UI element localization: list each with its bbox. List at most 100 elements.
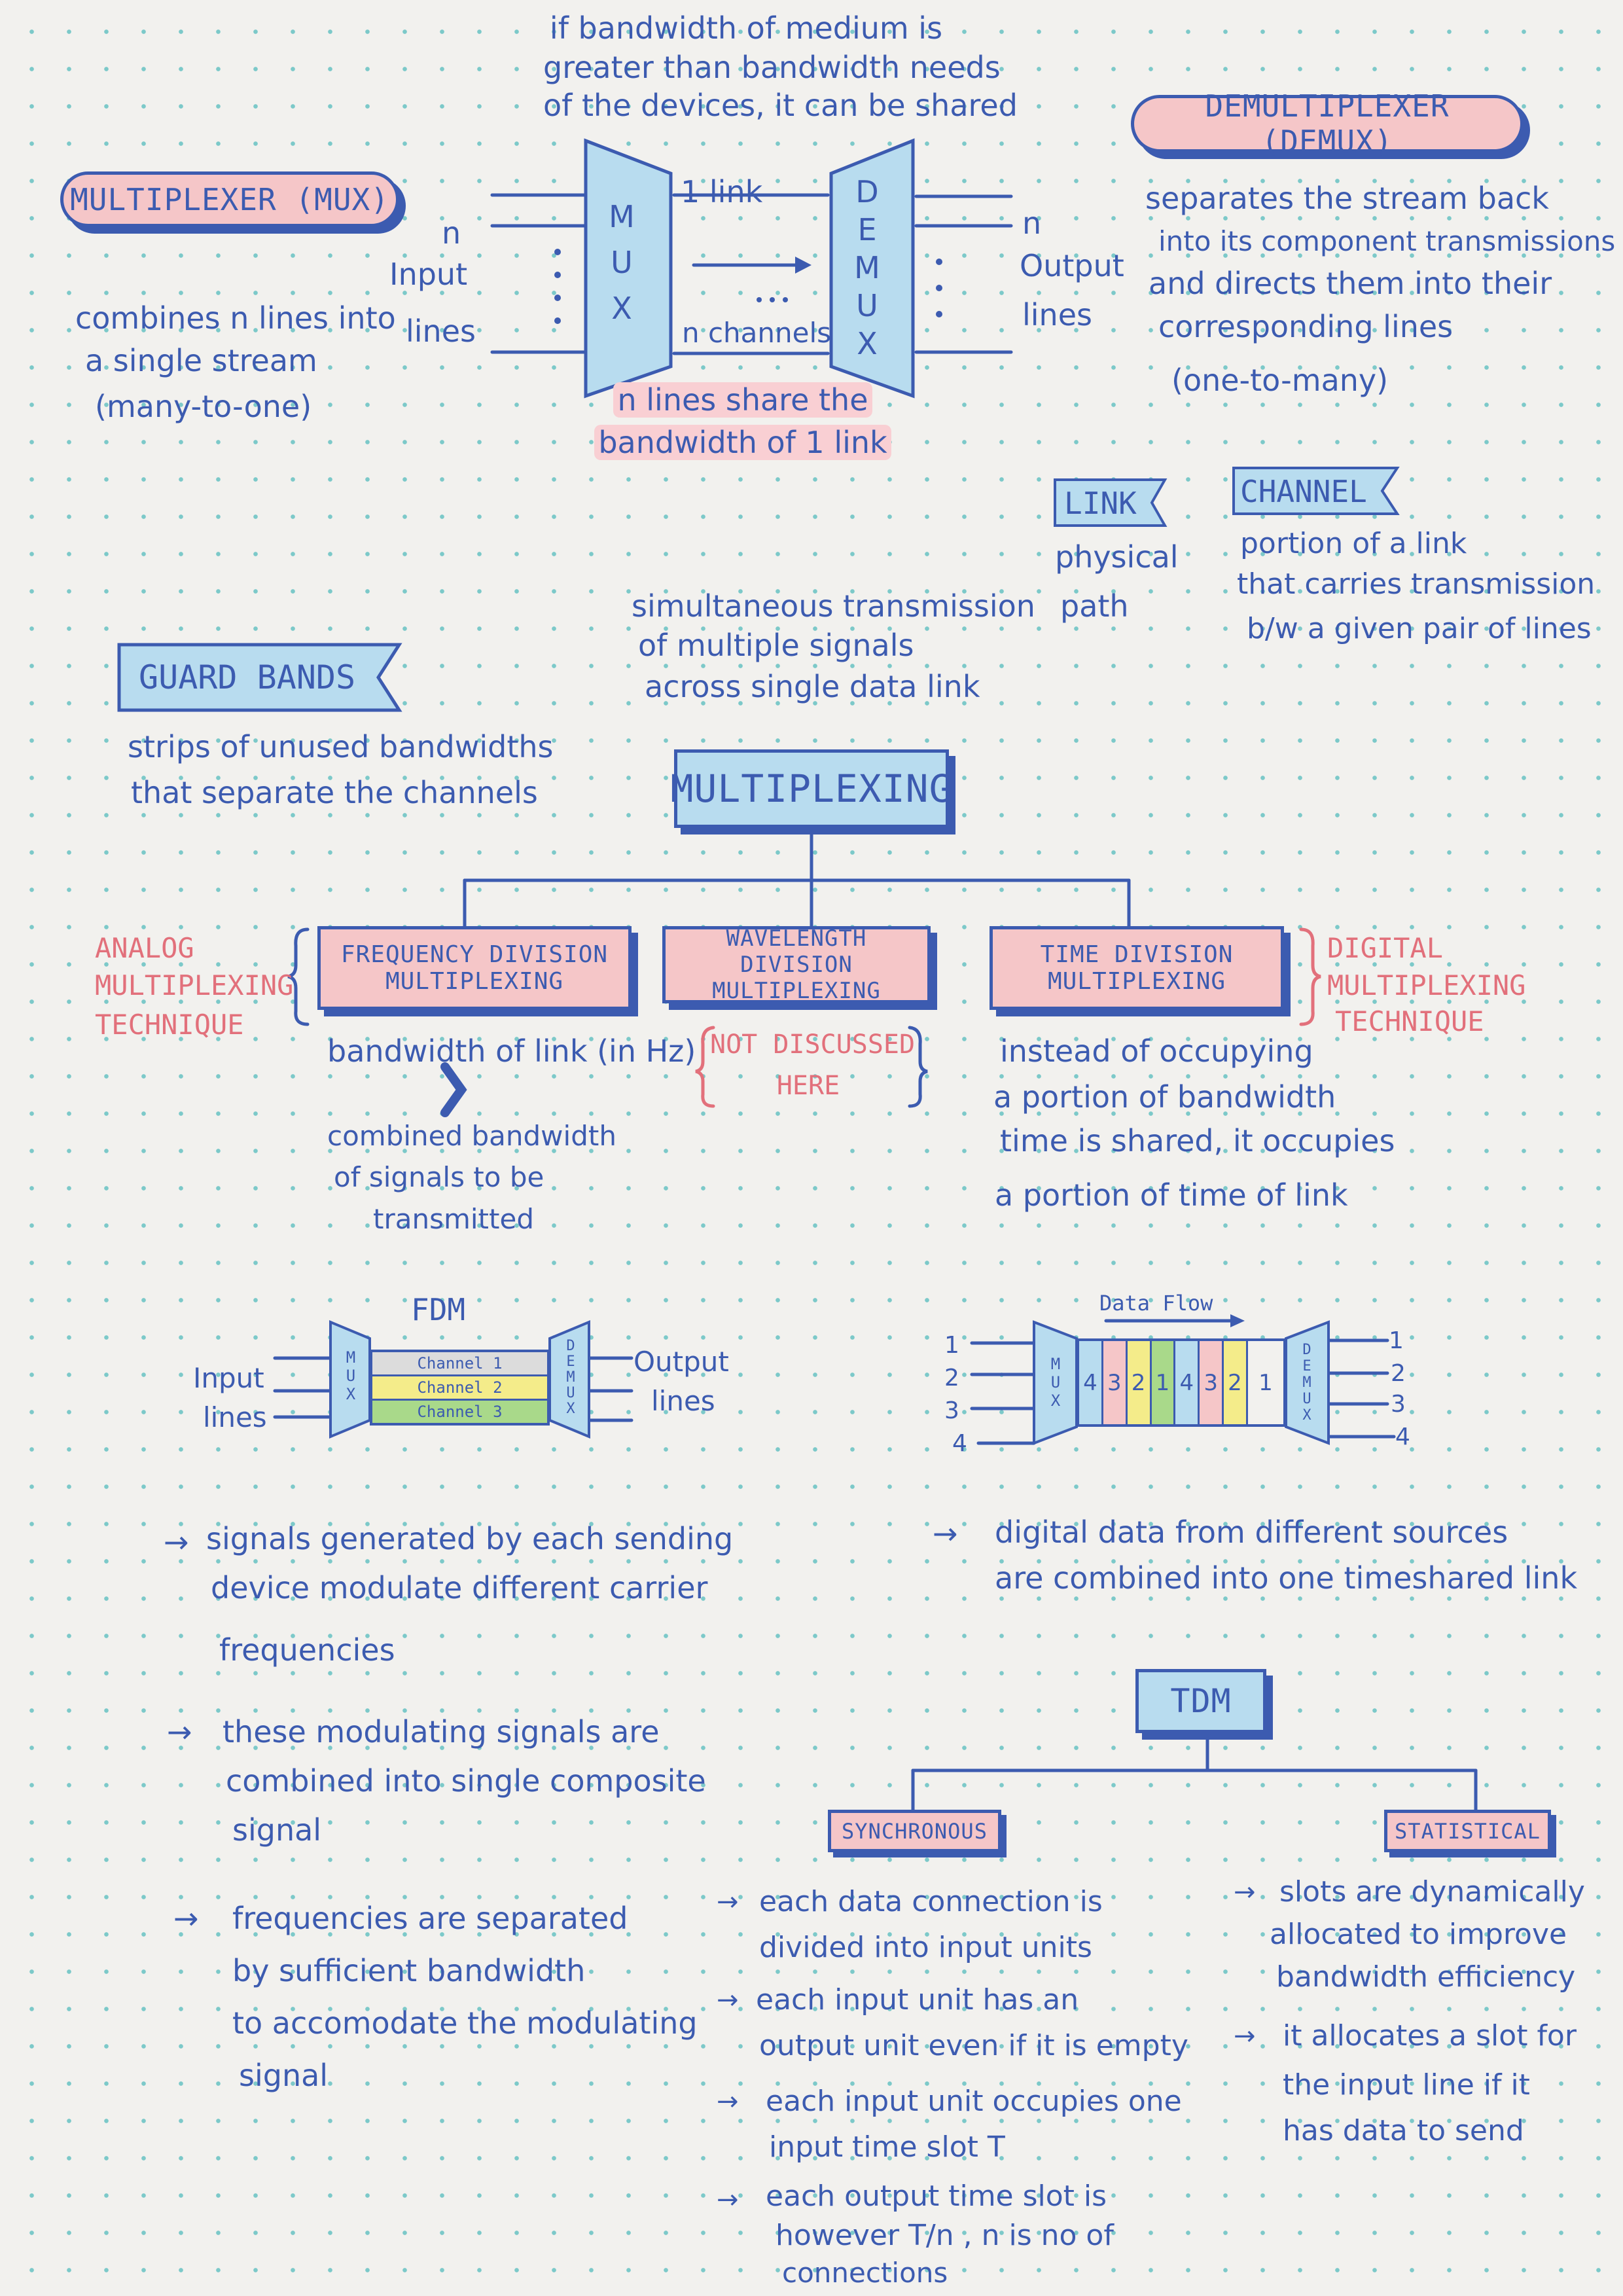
n-channels-label: n channels <box>682 317 832 349</box>
tdm-slot: 1 <box>1151 1341 1176 1424</box>
arrow-icon: → <box>717 2087 739 2117</box>
sync-point-4-line-1: each output time slot is <box>766 2179 1107 2213</box>
fdm-channel-1: Channel 1 <box>372 1352 547 1376</box>
tdm-mux-letters: M U X <box>1039 1355 1072 1410</box>
wdm-note-1: NOT DISCUSSED <box>710 1030 916 1060</box>
sync-point-2-line-1: each input unit has an <box>756 1983 1079 2017</box>
fdm-demux-letter: M <box>566 1369 575 1386</box>
statistical-box: STATISTICAL <box>1384 1810 1551 1852</box>
top-note-line-1: if bandwidth of medium is <box>549 10 943 46</box>
fdm-mux-letters: M U X <box>335 1348 366 1403</box>
tdm-mux-letter: M <box>1050 1355 1061 1373</box>
link-title: LINK <box>1064 486 1137 521</box>
fdm-mux-letter: M <box>346 1348 356 1367</box>
channel-title: CHANNEL <box>1240 474 1367 509</box>
tdm-slot: 1 <box>1247 1341 1284 1424</box>
tdm-slot: 3 <box>1200 1341 1224 1424</box>
one-link-label: 1 link <box>681 174 763 209</box>
fdm-output-1: Output <box>633 1346 729 1378</box>
mux-letter-m: M <box>609 199 635 234</box>
fdm-diagram-title: FDM <box>411 1292 466 1327</box>
digital-label-1: DIGITAL <box>1327 932 1444 964</box>
fdm-point-2-line-3: signal <box>232 1812 322 1848</box>
fdm-output-2: lines <box>651 1385 715 1417</box>
fdm-point-3-line-2: by sufficient bandwidth <box>232 1953 586 1988</box>
synchronous-box: SYNCHRONOUS <box>828 1810 1001 1852</box>
demux-letter-u: U <box>856 288 878 323</box>
top-note-line-2: greater than bandwidth needs <box>543 50 1001 85</box>
sync-point-3-line-1: each input unit occupies one <box>766 2085 1182 2118</box>
tdm-demux-letter: U <box>1302 1391 1311 1407</box>
mux-letter-u: U <box>611 245 633 280</box>
share-note-1: n lines share the <box>592 380 893 420</box>
arrow-icon: → <box>717 1887 739 1917</box>
guard-bands-desc-1: strips of unused bandwidths <box>128 729 554 764</box>
stat-point-2-line-3: has data to send <box>1283 2114 1524 2147</box>
fdm-demux-letter: E <box>566 1354 575 1370</box>
guard-bands-title: GUARD BANDS <box>139 658 356 696</box>
fdm-point-3-line-3: to accomodate the modulating <box>232 2005 698 2041</box>
tdm-demux-letter: M <box>1302 1374 1311 1391</box>
tdm-demux-letters: D E M U X <box>1291 1342 1323 1424</box>
tdm-output-3: 3 <box>1391 1391 1406 1418</box>
sync-point-4-line-2: however T/n , n is no of <box>776 2219 1114 2252</box>
sync-point-1-line-1: each data connection is <box>759 1885 1103 1918</box>
wdm-technique-box: WAVELENGTH DIVISION MULTIPLEXING <box>662 925 931 1004</box>
demux-output-word: Output <box>1020 248 1124 283</box>
wdm-technique-line-1: WAVELENGTH DIVISION <box>726 925 867 978</box>
tdm-tree-title: TDM <box>1135 1669 1266 1733</box>
channel-desc-3: b/w a given pair of lines <box>1247 612 1592 645</box>
mux-desc-2: a single stream <box>85 343 317 378</box>
demux-desc-2: into its component transmissions <box>1158 225 1616 257</box>
tdm-output-1: 1 <box>1389 1327 1404 1354</box>
multiplexing-def-3: across single data link <box>645 669 980 704</box>
tdm-point-line-2: are combined into one timeshared link <box>995 1560 1578 1596</box>
fdm-point-1-line-1: signals generated by each sending <box>206 1521 734 1556</box>
tdm-slot: 4 <box>1175 1341 1200 1424</box>
tdm-input-1: 1 <box>944 1332 959 1359</box>
tdm-desc-1: instead of occupying <box>1000 1033 1313 1069</box>
tdm-output-2: 2 <box>1391 1360 1406 1387</box>
stat-point-2-line-1: it allocates a slot for <box>1283 2019 1577 2053</box>
wdm-note-2: HERE <box>776 1071 840 1101</box>
multiplexing-def-2: of multiple signals <box>638 628 914 663</box>
multiplexer-title: MULTIPLEXER (MUX) <box>60 171 399 227</box>
tdm-input-2: 2 <box>944 1365 959 1391</box>
tdm-slot: 2 <box>1127 1341 1152 1424</box>
top-note-line-3: of the devices, it can be shared <box>543 88 1018 123</box>
multiplexing-title: MULTIPLEXING <box>670 749 952 828</box>
fdm-condition-top: bandwidth of link (in Hz) <box>327 1033 696 1069</box>
tdm-technique-line-2: MULTIPLEXING <box>1047 968 1226 995</box>
demultiplexer-title: DEMULTIPLEXER (DEMUX) <box>1131 88 1524 159</box>
demux-desc-1: separates the stream back <box>1145 181 1549 216</box>
fdm-channel-stack: Channel 1 Channel 2 Channel 3 <box>370 1350 550 1426</box>
fdm-channel-3: Channel 3 <box>372 1401 547 1423</box>
fdm-point-1-line-3: frequencies <box>219 1632 395 1668</box>
sync-point-4-line-3: connections <box>782 2257 948 2289</box>
digital-label-2: MULTIPLEXING <box>1327 969 1526 1001</box>
mux-letter-x: X <box>611 291 632 326</box>
arrow-icon: → <box>164 1524 189 1560</box>
demux-block <box>829 138 915 399</box>
arrow-icon: → <box>717 1985 739 2015</box>
multiplexing-def-1: simultaneous transmission <box>632 588 1035 624</box>
mux-input-word: Input <box>389 257 468 292</box>
tdm-mux-letter: X <box>1050 1391 1061 1410</box>
tdm-input-3: 3 <box>944 1397 959 1424</box>
mux-input-lines: lines <box>406 314 476 349</box>
tdm-demux-letter: X <box>1302 1407 1311 1424</box>
tdm-input-4: 4 <box>952 1430 967 1457</box>
analog-label-2: MULTIPLEXING <box>95 969 294 1001</box>
mux-input-n: n <box>442 215 461 251</box>
arrow-icon: → <box>933 1516 958 1551</box>
stat-point-1-line-2: allocated to improve <box>1270 1918 1567 1951</box>
channel-desc-1: portion of a link <box>1240 527 1467 560</box>
tdm-demux-letter: E <box>1302 1358 1311 1374</box>
fdm-technique-box: FREQUENCY DIVISION MULTIPLEXING <box>317 926 632 1010</box>
demux-output-n: n <box>1022 206 1042 241</box>
share-note-2: bandwidth of 1 link <box>592 422 893 463</box>
fdm-condition-bottom-1: combined bandwidth <box>327 1120 616 1152</box>
fdm-technique-line-1: FREQUENCY DIVISION <box>340 941 609 968</box>
fdm-point-2-line-1: these modulating signals are <box>223 1714 660 1749</box>
channel-desc-2: that carries transmission <box>1237 567 1596 601</box>
